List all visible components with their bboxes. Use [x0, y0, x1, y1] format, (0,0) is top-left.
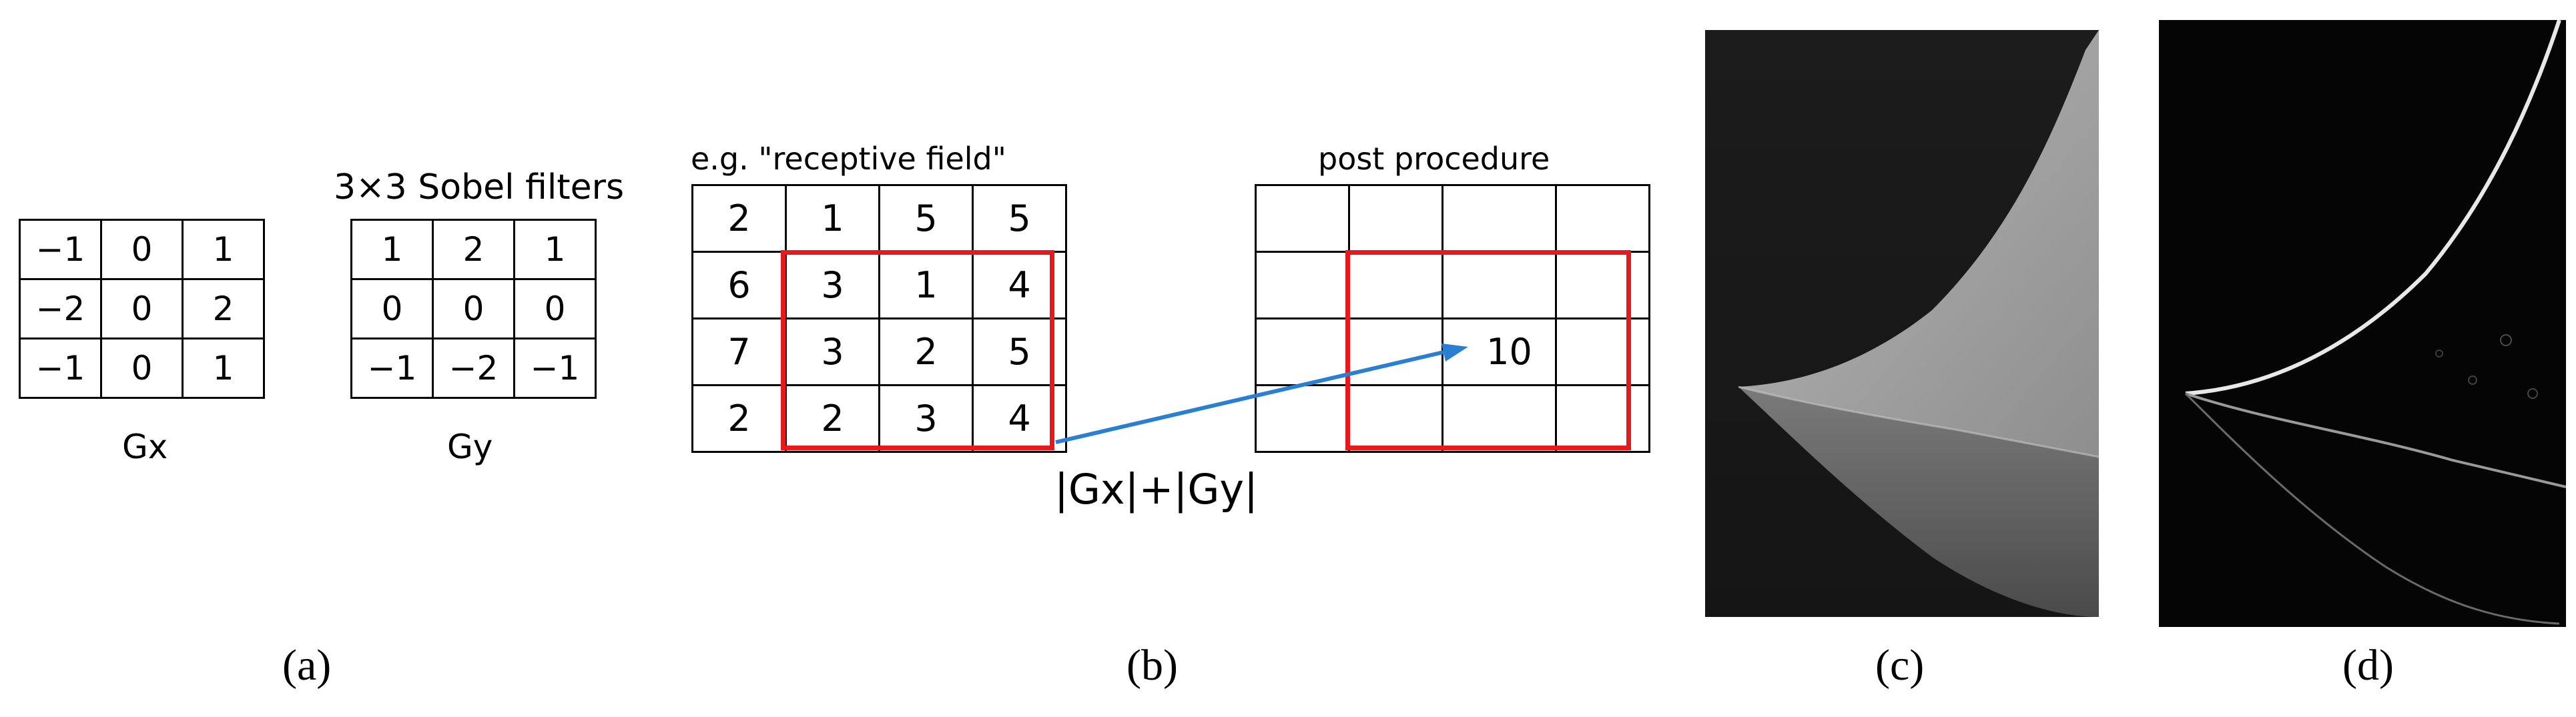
grid-cell: 6	[691, 251, 787, 319]
sobel-title: 3×3 Sobel filters	[334, 167, 625, 207]
grid-cell: −2	[432, 337, 515, 399]
grid-cell: 1	[878, 251, 974, 319]
grid-row: 10	[1255, 317, 1650, 386]
gx-label: Gx	[122, 428, 168, 466]
grid-cell: 2	[785, 384, 880, 453]
grid-cell: 0	[513, 278, 597, 339]
grid-cell: 2	[878, 317, 974, 386]
grid-cell: 1	[182, 219, 265, 280]
grid-cell: 1	[182, 337, 265, 399]
caption-b: (b)	[1126, 641, 1178, 690]
grid-cell: 5	[878, 184, 974, 253]
caption-a: (a)	[282, 641, 332, 690]
grid-cell: −1	[350, 337, 434, 399]
grid-cell: 2	[182, 278, 265, 339]
grid-cell: 0	[432, 278, 515, 339]
post-procedure-grid: 10	[1255, 184, 1650, 453]
grid-cell	[1255, 251, 1350, 319]
grid-cell	[1348, 184, 1443, 253]
grid-cell: 5	[972, 184, 1067, 253]
grid-cell: 1	[513, 219, 597, 280]
grid-row	[1255, 384, 1650, 453]
grid-cell	[1555, 384, 1650, 453]
grid-cell: 3	[785, 317, 880, 386]
grid-cell: 2	[691, 184, 787, 253]
tool-grayscale-image	[1705, 30, 2099, 617]
grid-cell	[1441, 251, 1557, 319]
grid-row	[1255, 251, 1650, 319]
gy-label: Gy	[447, 428, 493, 466]
grid-cell	[1441, 384, 1557, 453]
receptive-field-title: e.g. "receptive field"	[691, 141, 1006, 177]
grid-cell: 2	[691, 384, 787, 453]
grid-cell	[1555, 251, 1650, 319]
receptive-field-highlight	[781, 250, 1054, 450]
grid-cell: 0	[100, 219, 184, 280]
grid-cell	[1441, 184, 1557, 253]
grid-row: −1−2−1	[350, 337, 597, 399]
grid-cell: −1	[19, 219, 102, 280]
grid-cell: 0	[100, 337, 184, 399]
output-highlight	[1345, 250, 1631, 450]
grid-cell: 0	[350, 278, 434, 339]
grid-cell	[1555, 317, 1650, 386]
grid-cell	[1255, 384, 1350, 453]
sobel-edge-image	[2159, 20, 2566, 627]
grid-cell: 3	[785, 251, 880, 319]
grid-cell: −2	[19, 278, 102, 339]
grid-cell: 0	[100, 278, 184, 339]
post-procedure-title: post procedure	[1318, 141, 1550, 177]
operation-label: |Gx|+|Gy|	[1054, 465, 1258, 514]
grid-cell: 7	[691, 317, 787, 386]
grid-cell	[1255, 184, 1350, 253]
grid-cell: 1	[350, 219, 434, 280]
grid-cell: 3	[878, 384, 974, 453]
grid-cell: 1	[785, 184, 880, 253]
grid-cell: −1	[513, 337, 597, 399]
grid-cell: −1	[19, 337, 102, 399]
caption-d: (d)	[2342, 641, 2394, 690]
grid-row	[1255, 184, 1650, 253]
caption-c: (c)	[1875, 641, 1925, 690]
grid-cell: 2	[432, 219, 515, 280]
grid-cell	[1348, 384, 1443, 453]
